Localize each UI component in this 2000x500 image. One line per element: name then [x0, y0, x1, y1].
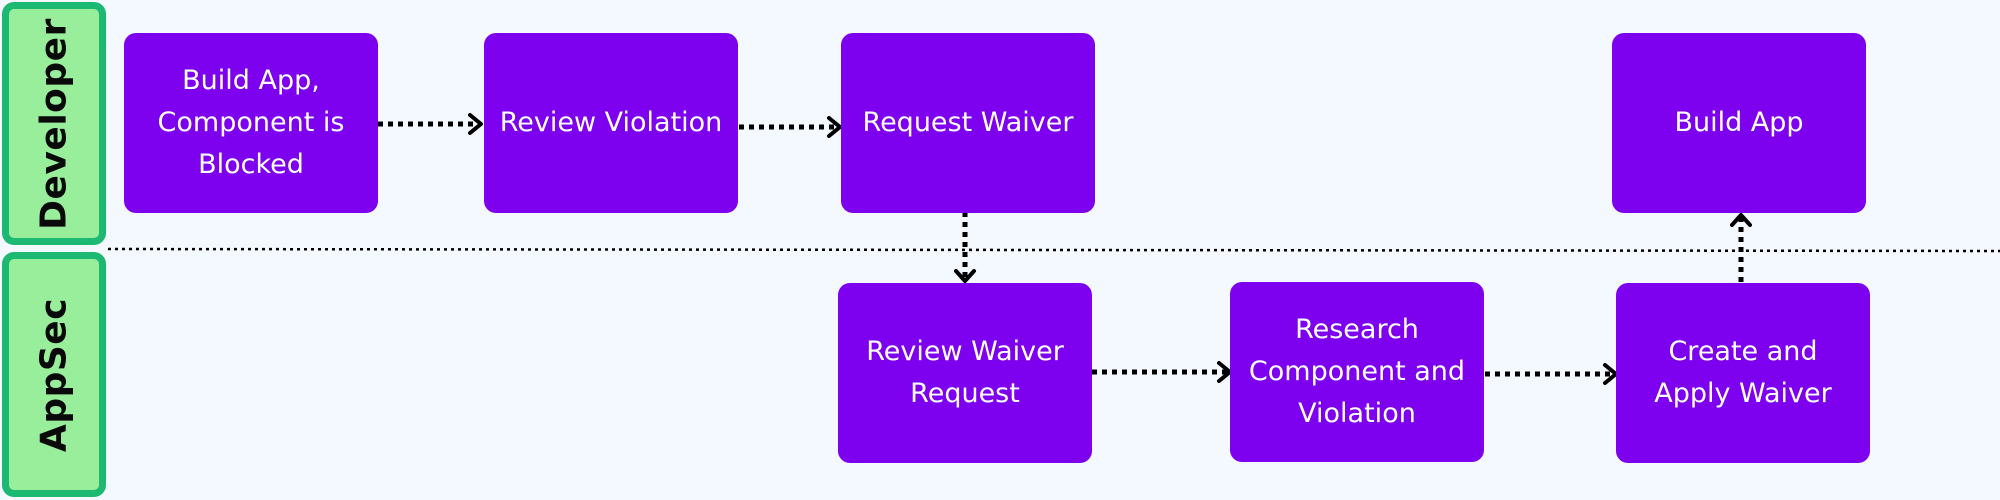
- node-request-waiver-label: Request Waiver: [862, 107, 1074, 138]
- arrowhead-build-app: [1730, 213, 1752, 227]
- node-build-blocked: Build App, Component is Blocked: [124, 33, 378, 213]
- arrowhead-request-waiver: [827, 116, 842, 138]
- lane-divider: [107, 247, 2000, 253]
- lane-developer: Developer: [2, 2, 106, 245]
- node-review-violation-label: Review Violation: [499, 107, 723, 138]
- node-request-waiver: Request Waiver: [841, 33, 1095, 213]
- node-research-component-label: Research Component and Violation: [1248, 314, 1466, 429]
- node-create-apply-waiver: Create and Apply Waiver: [1616, 283, 1870, 463]
- node-build-app-label: Build App: [1674, 107, 1804, 138]
- node-create-apply-waiver-label: Create and Apply Waiver: [1654, 336, 1832, 409]
- node-build-blocked-label: Build App, Component is Blocked: [157, 65, 345, 180]
- node-review-violation: Review Violation: [484, 33, 738, 213]
- lane-developer-label: Developer: [33, 17, 75, 230]
- arrowhead-review-violation: [468, 113, 483, 135]
- node-research-component: Research Component and Violation: [1230, 282, 1484, 462]
- node-build-app: Build App: [1612, 33, 1866, 213]
- lane-appsec-label: AppSec: [33, 297, 75, 452]
- arrowhead-review-waiver-request: [954, 269, 976, 283]
- node-review-waiver-request: Review Waiver Request: [838, 283, 1092, 463]
- lane-appsec: AppSec: [2, 252, 106, 497]
- node-review-waiver-request-label: Review Waiver Request: [866, 336, 1064, 409]
